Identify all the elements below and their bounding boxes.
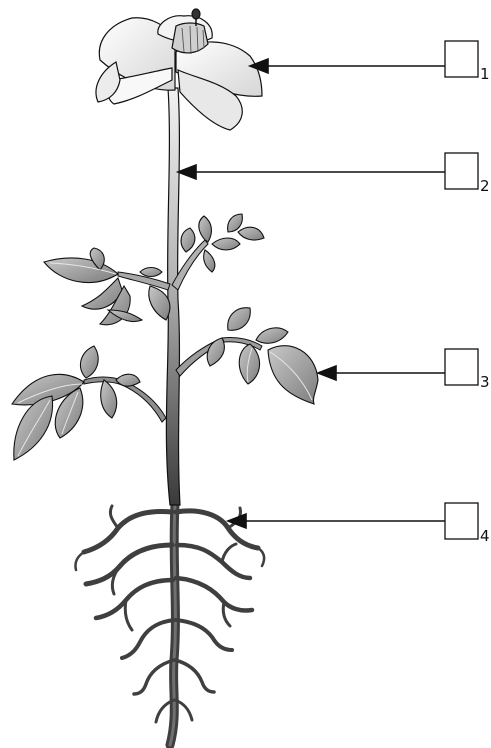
label-number-1: 1 [480,65,490,83]
roots [75,505,264,745]
arrowhead-2-icon [178,165,196,179]
label-boxes: 1 2 3 4 [445,41,490,545]
answer-box-2[interactable] [445,153,478,189]
answer-box-4[interactable] [445,503,478,539]
answer-box-3[interactable] [445,349,478,385]
label-number-4: 4 [480,527,490,545]
answer-box-1[interactable] [445,41,478,77]
leaves [12,214,318,460]
label-number-3: 3 [480,373,490,391]
label-number-2: 2 [480,177,490,195]
pointers [178,59,446,528]
arrowhead-3-icon [318,366,336,380]
